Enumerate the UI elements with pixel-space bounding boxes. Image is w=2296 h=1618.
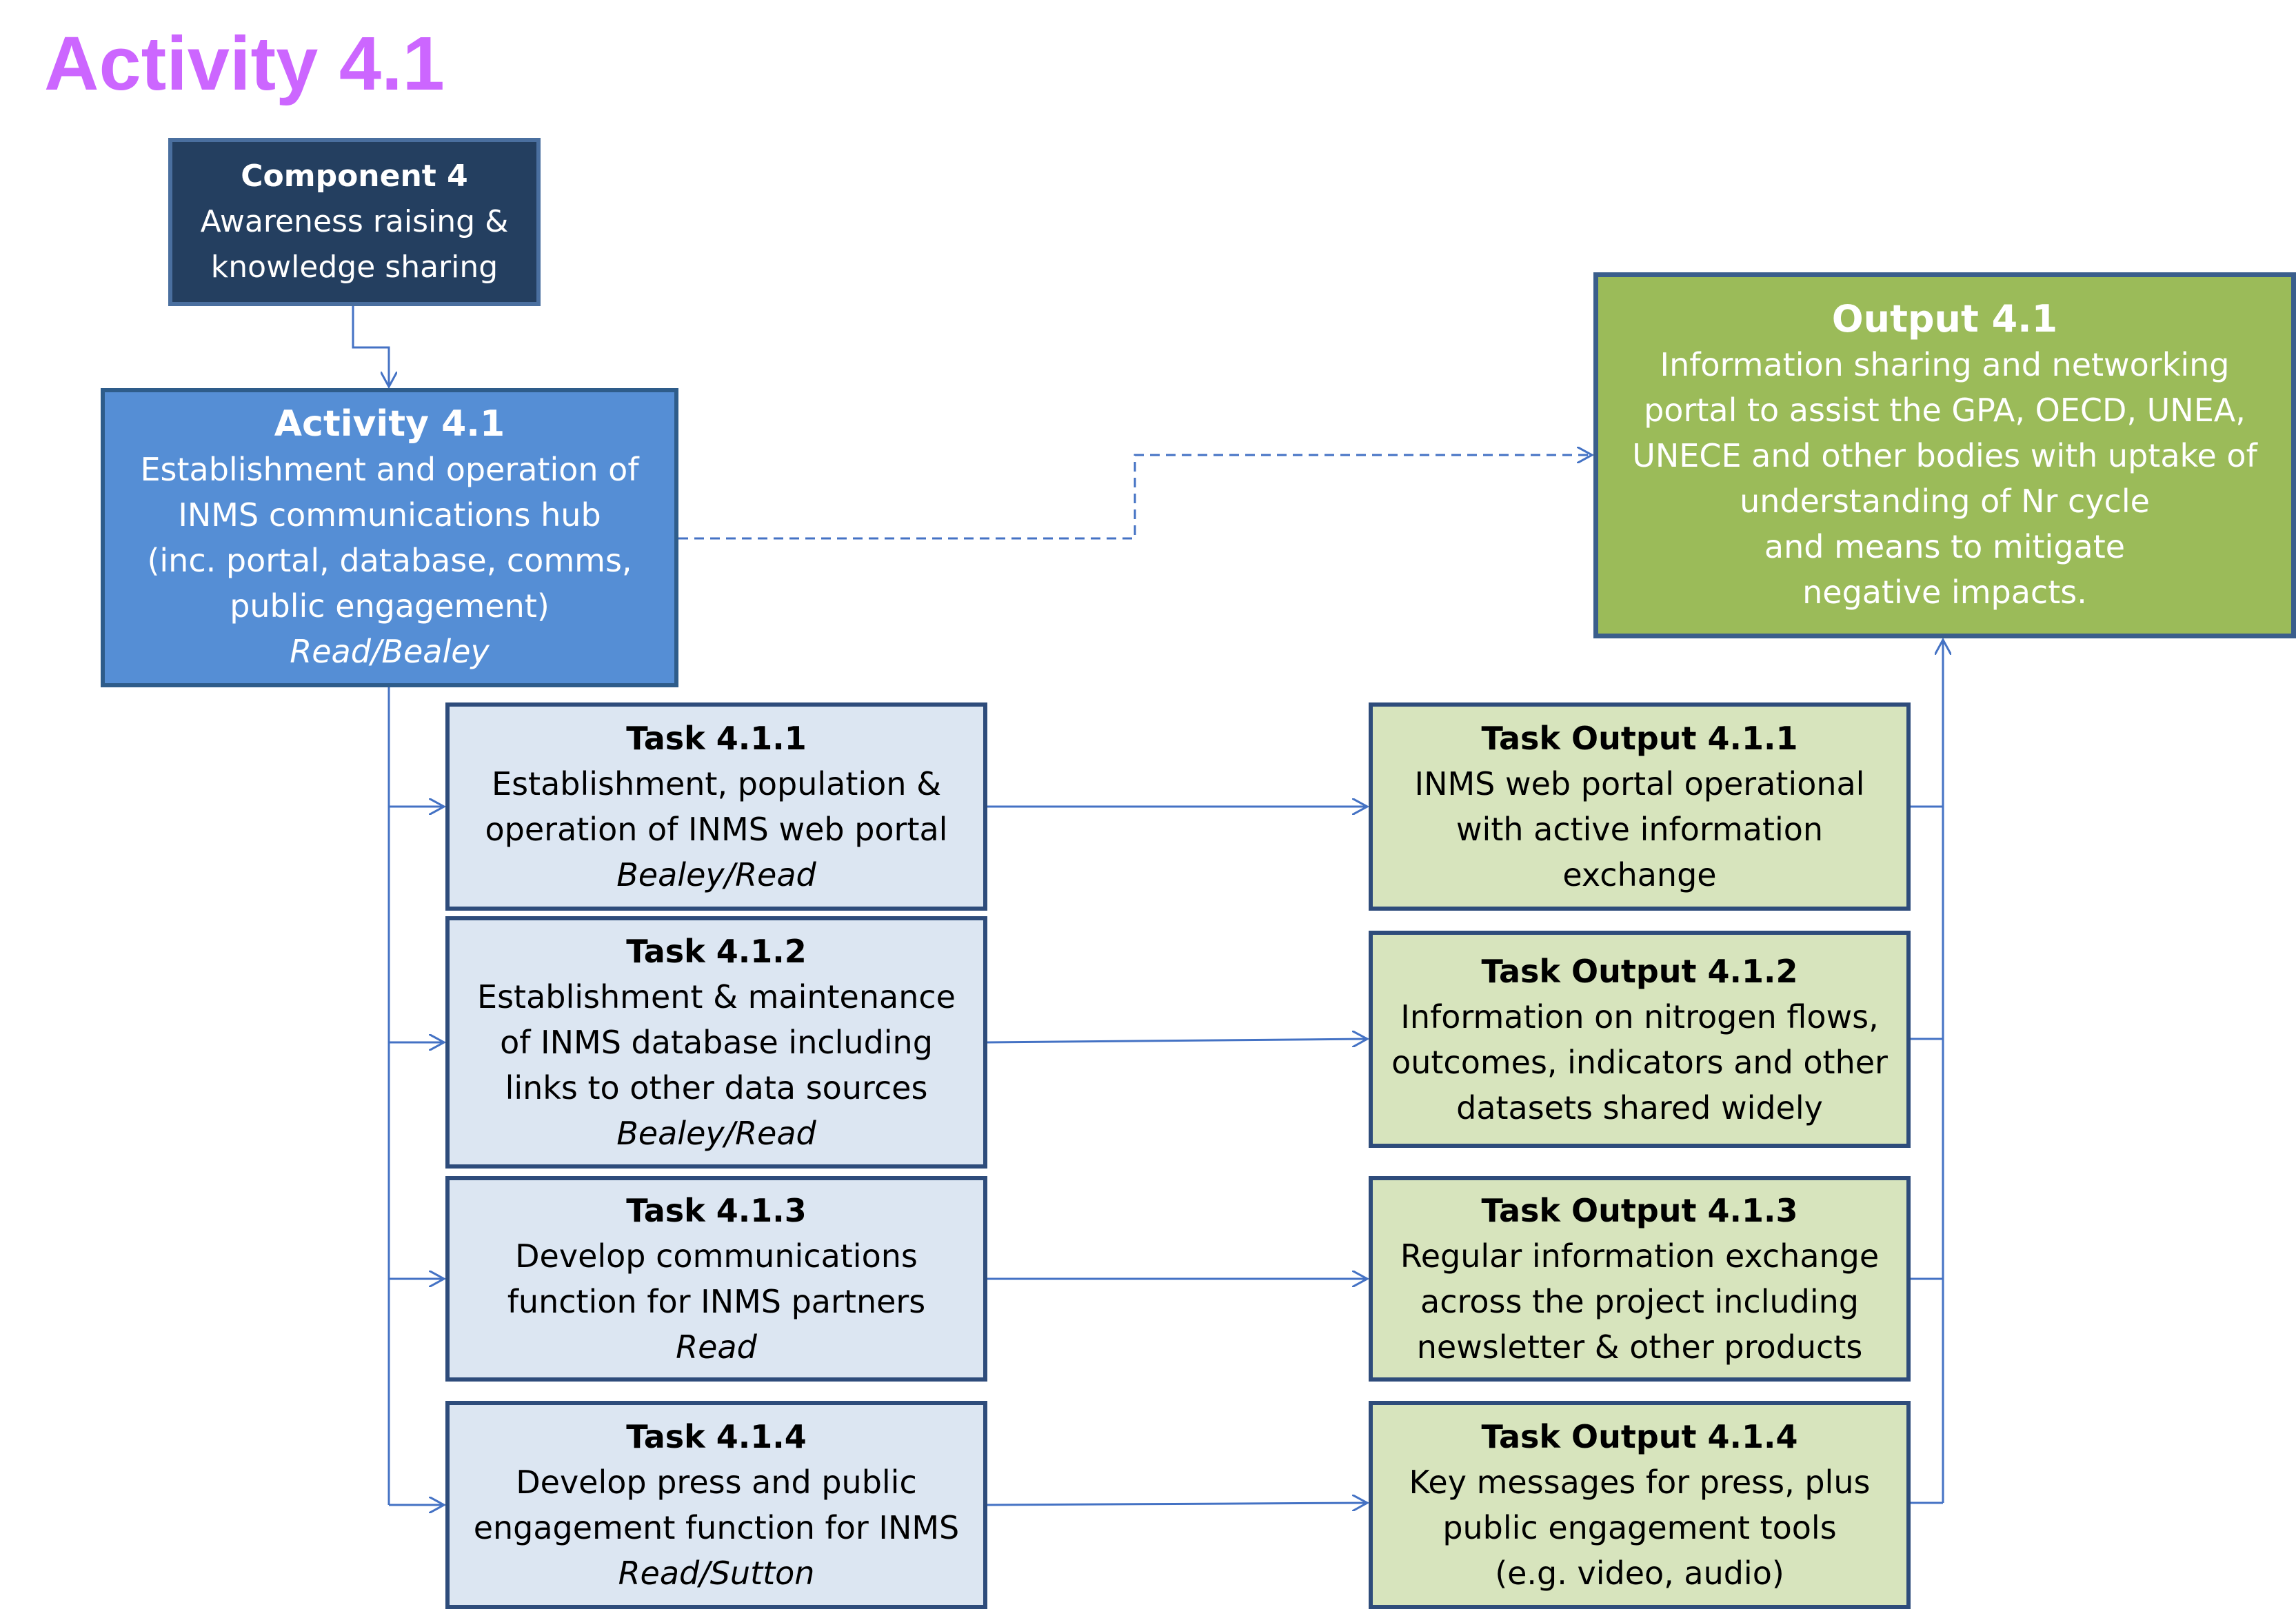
task-output-text-line: public engagement tools xyxy=(1442,1509,1837,1546)
output-text-line: UNECE and other bodies with uptake of xyxy=(1632,436,2257,474)
component-text-line: Awareness raising & xyxy=(200,204,509,239)
component-box: Component 4 Awareness raising & knowledg… xyxy=(168,138,541,306)
task-output-text-line: INMS web portal operational xyxy=(1414,765,1865,802)
task-text-line: of INMS database including xyxy=(500,1024,933,1061)
output-text-line: portal to assist the GPA, OECD, UNEA, xyxy=(1644,391,2246,429)
task-output-text-line: Key messages for press, plus xyxy=(1409,1464,1871,1501)
connector-task-2-output xyxy=(987,1039,1367,1042)
output-text-line: negative impacts. xyxy=(1802,573,2087,611)
component-text-line: knowledge sharing xyxy=(210,250,499,285)
task-owner: Read xyxy=(676,1328,757,1366)
activity-owner: Read/Bealey xyxy=(290,633,490,670)
task-box-4-1-1: Task 4.1.1 Establishment, population & o… xyxy=(445,702,987,911)
task-title: Task 4.1.4 xyxy=(626,1418,807,1455)
task-output-text-line: datasets shared widely xyxy=(1456,1089,1823,1126)
task-output-box-4-1-1: Task Output 4.1.1 INMS web portal operat… xyxy=(1369,702,1911,911)
component-title: Component 4 xyxy=(241,159,468,194)
task-box-4-1-3: Task 4.1.3 Develop communications functi… xyxy=(445,1176,987,1382)
task-owner: Read/Sutton xyxy=(618,1555,815,1592)
task-box-4-1-2: Task 4.1.2 Establishment & maintenance o… xyxy=(445,916,987,1169)
page-title: Activity 4.1 xyxy=(44,21,445,106)
activity-box: Activity 4.1 Establishment and operation… xyxy=(101,388,678,687)
connector-activity-output xyxy=(678,455,1592,540)
activity-text-line: (inc. portal, database, comms, xyxy=(147,542,632,579)
task-text-line: links to other data sources xyxy=(505,1069,928,1106)
task-text-line: operation of INMS web portal xyxy=(485,811,948,848)
output-text-line: and means to mitigate xyxy=(1764,527,2126,565)
task-title: Task 4.1.2 xyxy=(626,933,807,970)
activity-text-line: public engagement) xyxy=(230,587,550,625)
task-title: Task 4.1.1 xyxy=(626,720,807,757)
task-title: Task 4.1.3 xyxy=(626,1192,807,1229)
task-output-text-line: Information on nitrogen flows, xyxy=(1400,998,1879,1035)
task-output-box-4-1-4: Task Output 4.1.4 Key messages for press… xyxy=(1369,1401,1911,1609)
task-box-4-1-4: Task 4.1.4 Develop press and public enga… xyxy=(445,1401,987,1609)
task-text-line: function for INMS partners xyxy=(507,1283,926,1320)
task-output-text-line: newsletter & other products xyxy=(1416,1328,1863,1366)
task-text-line: engagement function for INMS xyxy=(473,1509,960,1546)
task-output-box-4-1-2: Task Output 4.1.2 Information on nitroge… xyxy=(1369,931,1911,1148)
connector-task-4-output xyxy=(987,1503,1367,1505)
task-output-title: Task Output 4.1.1 xyxy=(1481,720,1798,757)
task-owner: Bealey/Read xyxy=(616,856,816,893)
task-output-text-line: outcomes, indicators and other xyxy=(1391,1043,1888,1081)
task-output-title: Task Output 4.1.4 xyxy=(1481,1418,1798,1455)
output-text-line: Information sharing and networking xyxy=(1660,345,2230,383)
output-text-line: understanding of Nr cycle xyxy=(1740,482,2150,520)
activity-title: Activity 4.1 xyxy=(274,403,505,445)
task-text-line: Develop press and public xyxy=(516,1464,917,1501)
task-output-title: Task Output 4.1.2 xyxy=(1481,952,1798,990)
activity-text-line: Establishment and operation of xyxy=(140,451,639,488)
connector-component-activity xyxy=(352,306,389,387)
task-text-line: Establishment & maintenance xyxy=(477,978,956,1015)
task-text-line: Develop communications xyxy=(515,1237,918,1275)
task-output-box-4-1-3: Task Output 4.1.3 Regular information ex… xyxy=(1369,1176,1911,1382)
task-owner: Bealey/Read xyxy=(616,1115,816,1152)
output-title: Output 4.1 xyxy=(1831,296,2058,341)
task-text-line: Establishment, population & xyxy=(492,765,941,802)
task-output-text-line: with active information xyxy=(1456,811,1824,848)
output-box: Output 4.1 Information sharing and netwo… xyxy=(1593,272,2296,638)
task-output-title: Task Output 4.1.3 xyxy=(1481,1192,1798,1229)
task-output-text-line: exchange xyxy=(1562,856,1717,893)
task-output-text-line: (e.g. video, audio) xyxy=(1495,1555,1784,1592)
task-output-text-line: Regular information exchange xyxy=(1400,1237,1880,1275)
activity-text-line: INMS communications hub xyxy=(178,496,601,534)
task-output-text-line: across the project including xyxy=(1420,1283,1859,1320)
